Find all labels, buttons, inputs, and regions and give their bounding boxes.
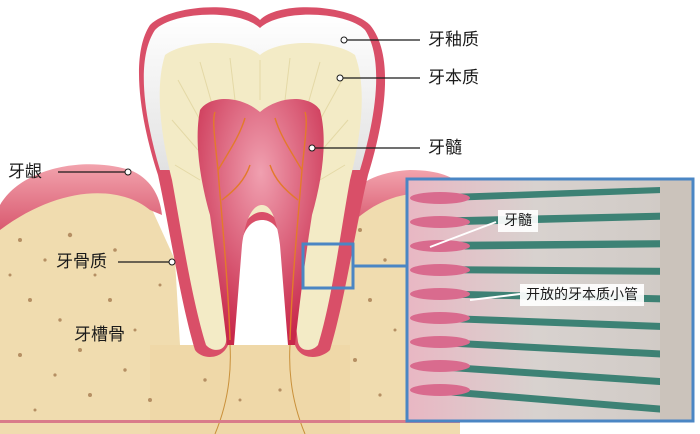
pulp-nerves bbox=[213, 111, 307, 341]
odontoblast-cells bbox=[410, 192, 470, 396]
label-enamel: 牙釉质 bbox=[428, 30, 479, 50]
inset-label-open-tubules: 开放的牙本质小管 bbox=[520, 284, 644, 306]
dentin-striations bbox=[171, 57, 349, 181]
inset-leader-lines bbox=[429, 221, 521, 301]
root-nerve-lines bbox=[214, 344, 306, 434]
bone-pores bbox=[8, 228, 397, 412]
inset-frame bbox=[405, 177, 695, 423]
label-cementum: 牙骨质 bbox=[56, 252, 107, 272]
leader-lines bbox=[58, 39, 420, 263]
bone-floor bbox=[150, 345, 350, 434]
leader-dots bbox=[124, 36, 348, 266]
label-dentin: 牙本质 bbox=[428, 68, 479, 88]
label-pulp: 牙髓 bbox=[428, 138, 462, 158]
label-alveolar-bone: 牙槽骨 bbox=[74, 325, 125, 345]
gum-floor-line bbox=[0, 420, 460, 423]
inset-label-pulp: 牙髓 bbox=[498, 210, 538, 232]
label-gum: 牙龈 bbox=[8, 162, 42, 182]
pulp-shape bbox=[197, 98, 324, 345]
gum-left bbox=[0, 164, 162, 230]
